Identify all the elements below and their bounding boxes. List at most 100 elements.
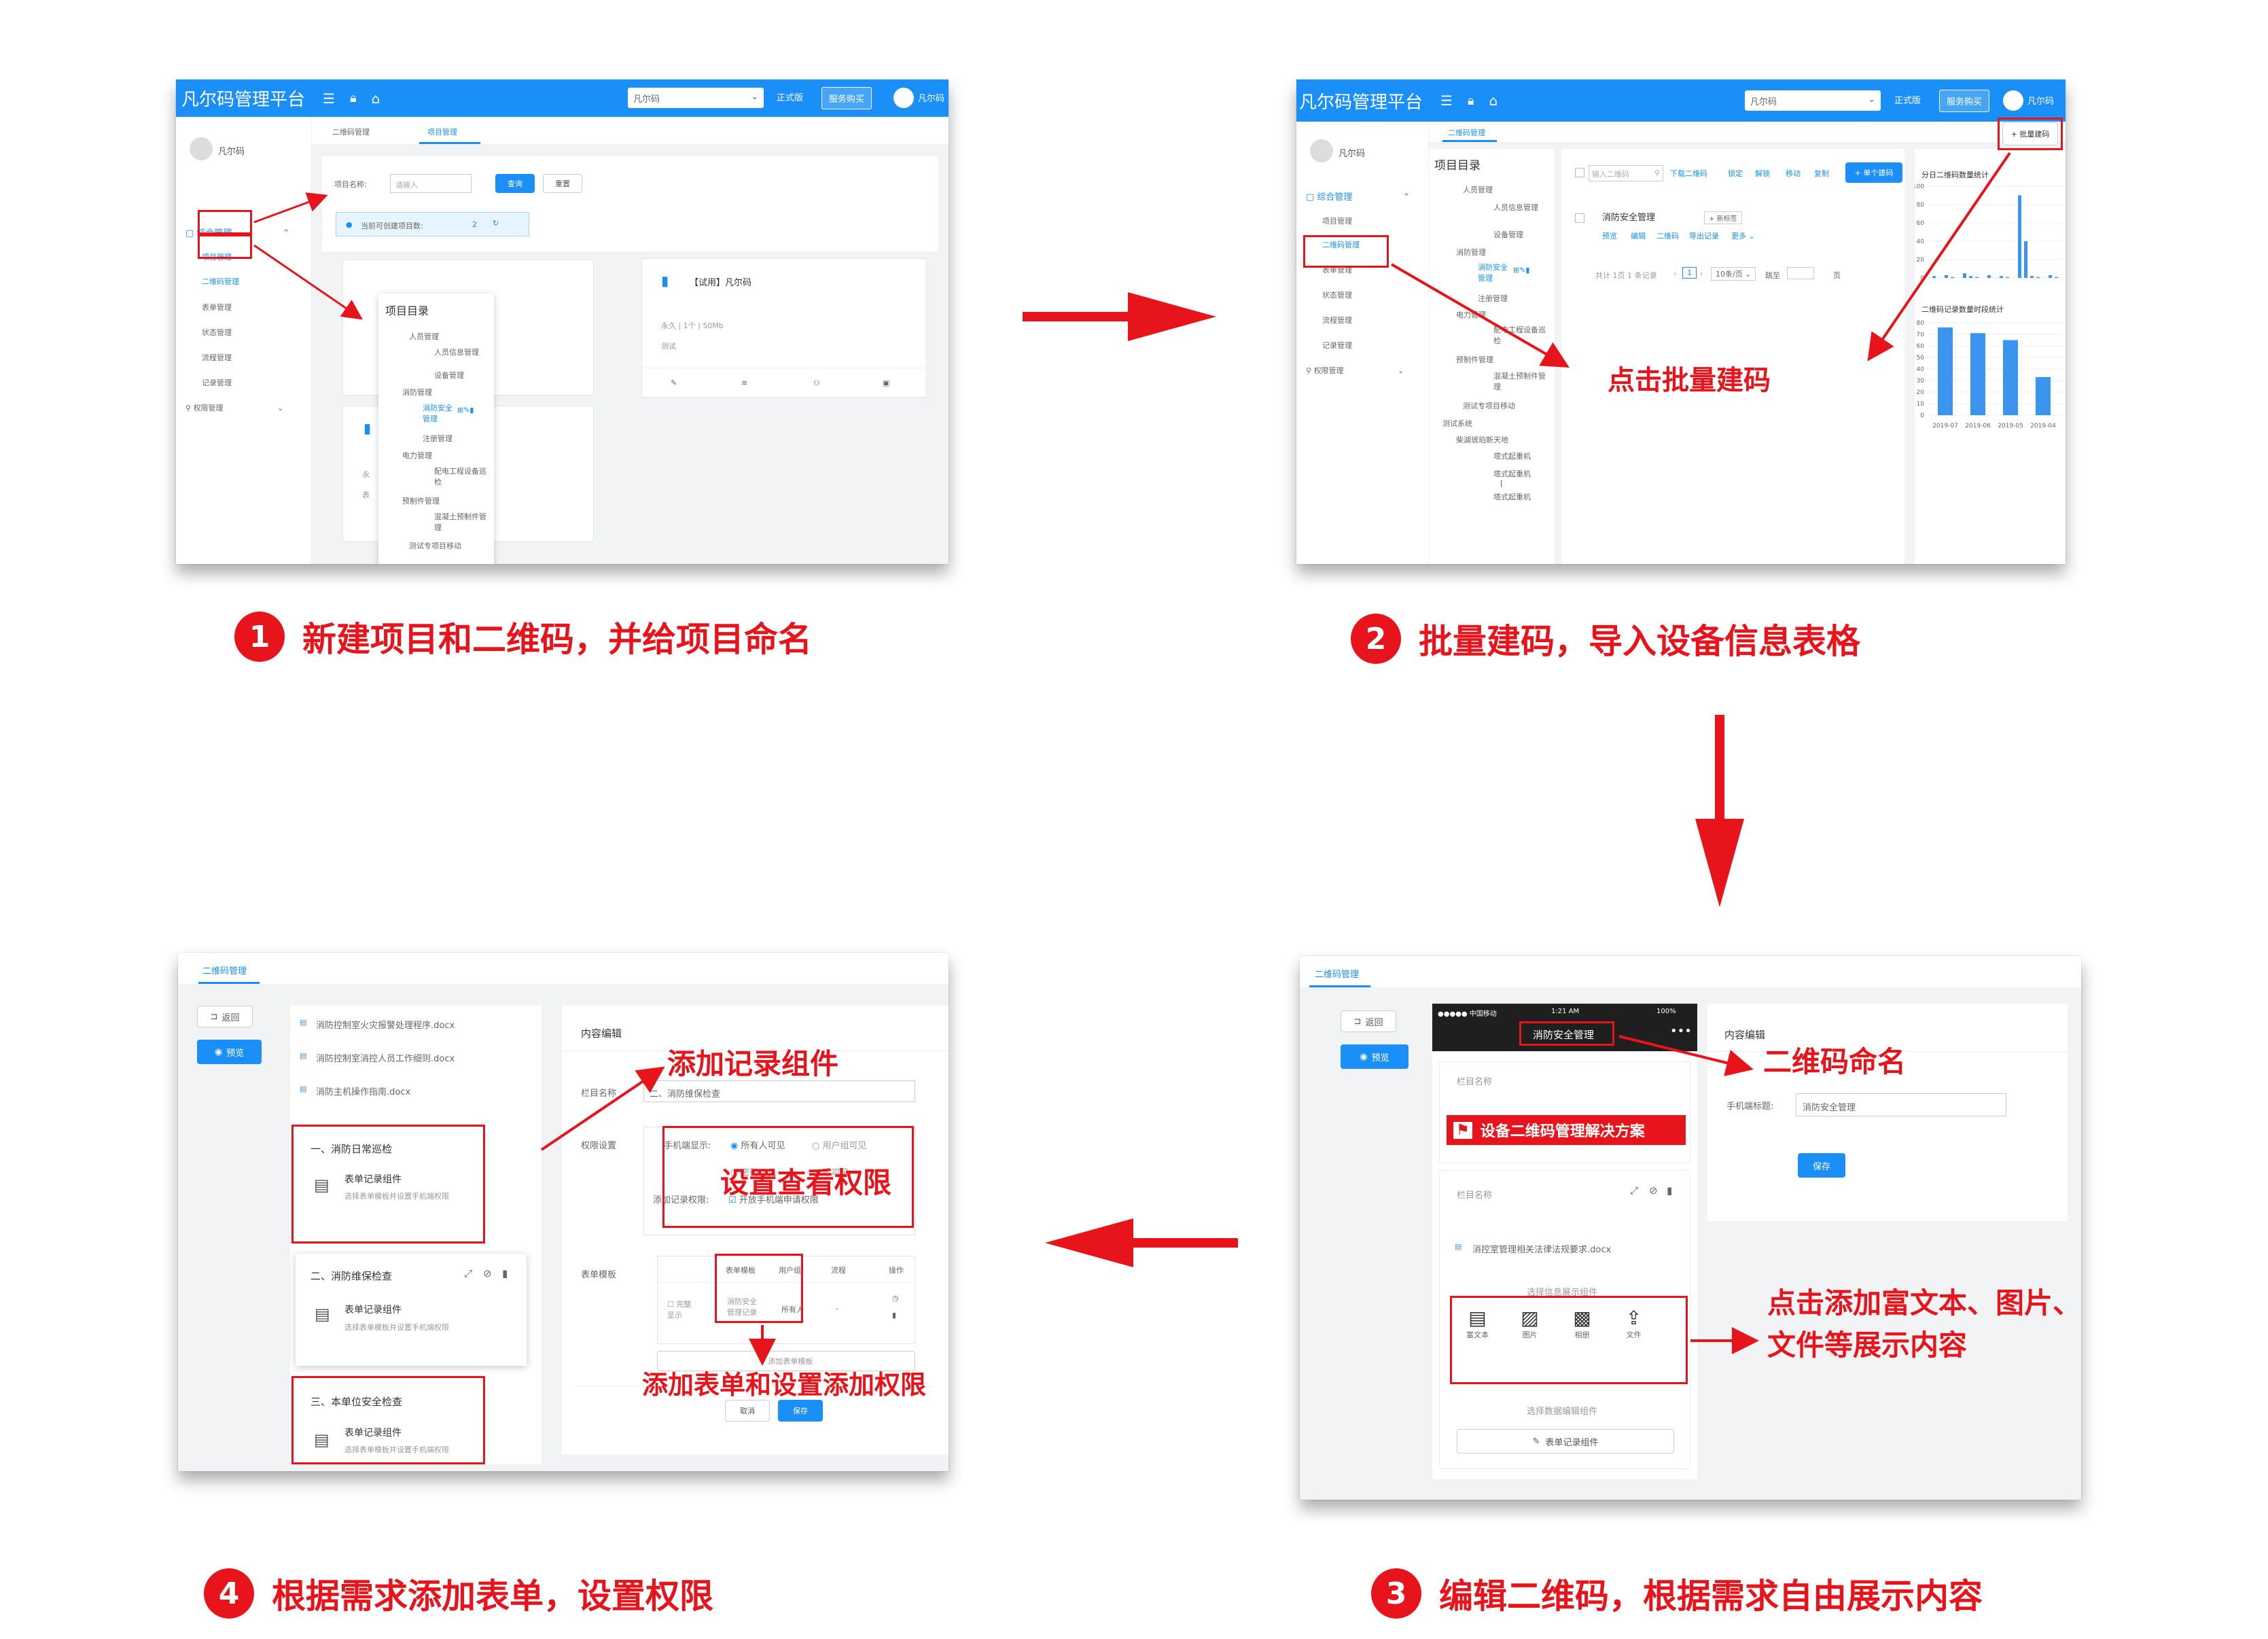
radio-password[interactable]: ○ 密码可见 bbox=[730, 1168, 777, 1178]
goto-input[interactable] bbox=[1787, 267, 1814, 279]
avatar[interactable] bbox=[893, 88, 914, 108]
tree-node[interactable]: 消防管理 bbox=[1456, 248, 1486, 257]
tab-project[interactable]: 项目管理 bbox=[427, 128, 457, 137]
disable-icon[interactable]: ⊘ bbox=[1649, 1184, 1658, 1197]
preview-button[interactable]: ◉ 预览 bbox=[1341, 1044, 1408, 1069]
image-tool[interactable]: ▨图片 bbox=[1521, 1307, 1539, 1339]
tree-node[interactable]: 电力管理 bbox=[402, 451, 432, 460]
trash-icon[interactable]: ▮ bbox=[502, 1267, 508, 1280]
project-name-input[interactable]: 请输入 bbox=[390, 174, 472, 193]
clock-icon[interactable]: ◷ bbox=[892, 1294, 899, 1303]
tree-node[interactable]: 预制件管理 bbox=[1456, 355, 1493, 364]
title-input[interactable]: 消防安全管理 bbox=[1796, 1093, 2006, 1116]
add-tag-button[interactable]: + 新标签 bbox=[1704, 211, 1742, 224]
more-icon[interactable]: ••• bbox=[1670, 1024, 1692, 1038]
form-record-button[interactable]: ✎ 表单记录组件 bbox=[1457, 1429, 1674, 1453]
lock-link[interactable]: 锁定 bbox=[1728, 169, 1743, 178]
lock-icon[interactable]: 🔒︎ bbox=[1467, 93, 1474, 108]
query-button[interactable]: 查询 bbox=[495, 174, 535, 193]
tree-node[interactable]: 塔式起重机 bbox=[1493, 493, 1531, 501]
select-all-checkbox[interactable] bbox=[1575, 168, 1584, 177]
tree-node[interactable]: 人员信息管理 bbox=[434, 348, 479, 357]
tree-node-selected[interactable]: 消防安全管理 bbox=[423, 404, 453, 423]
row-checkbox[interactable] bbox=[1575, 213, 1584, 223]
tree-node[interactable]: 注册管理 bbox=[423, 434, 453, 443]
component-title[interactable]: 表单记录组件 bbox=[344, 1305, 402, 1316]
sidebar-group-permission[interactable]: ⚲ 权限管理 ⌄ bbox=[185, 404, 284, 412]
radio-group[interactable]: ○ 用户组可见 bbox=[812, 1141, 867, 1151]
rich-text-tool[interactable]: ▤富文本 bbox=[1466, 1307, 1489, 1339]
search-input[interactable]: 输入二维码 ⚲ bbox=[1589, 165, 1663, 181]
radio-all[interactable]: ◉ 所有人可见 bbox=[730, 1141, 785, 1151]
section-2-card[interactable]: 二、消防维保检查 ⤢ ⊘ ▮ ▤ 表单记录组件 选择表单模板并设置手机端权限 bbox=[296, 1254, 527, 1366]
tree-node[interactable]: 人员信息管理 bbox=[1493, 203, 1538, 212]
template-name[interactable]: 消防安全管理记录 bbox=[727, 1297, 757, 1317]
project-card-trial[interactable]: ▮ 【试用】凡尔码 永久 | 1个 | 50Mb 测试 ✎ ≋ ⚇ ▣ bbox=[641, 258, 927, 398]
delete-icon[interactable]: ▣ bbox=[883, 378, 890, 387]
page-size-select[interactable]: 10条/页 ⌄ bbox=[1711, 267, 1756, 281]
tree-node[interactable]: 测试系统 bbox=[1442, 419, 1472, 428]
back-button[interactable]: ⊐ 返回 bbox=[197, 1006, 253, 1027]
unlock-link[interactable]: 解锁 bbox=[1755, 169, 1770, 178]
preview-button[interactable]: ◉ 预览 bbox=[197, 1040, 262, 1064]
sidebar-item-form[interactable]: 表单管理 bbox=[1322, 266, 1352, 275]
edit-icon[interactable]: ✎ bbox=[671, 378, 677, 387]
tree-node[interactable]: 柴湖琥珀新天地 bbox=[1456, 436, 1508, 444]
record-permission-checkbox[interactable]: ☑ 开放手机端申请权限 bbox=[728, 1195, 819, 1205]
full-display-checkbox[interactable]: ☐ 完整显示 bbox=[667, 1300, 692, 1320]
sidebar-item-record[interactable]: 记录管理 bbox=[202, 378, 232, 387]
row-edit[interactable]: 编辑 bbox=[1631, 232, 1646, 241]
radio-none[interactable]: ○ 不可见 bbox=[812, 1168, 849, 1178]
sidebar-item-flow[interactable]: 流程管理 bbox=[1322, 316, 1352, 325]
field-block-2[interactable]: 栏目名称 ⤢ ⊘ ▮ ▤ 消控室管理相关法律法规要求.docx 选择信息展示组件… bbox=[1439, 1170, 1690, 1469]
expand-icon[interactable]: ⤢ bbox=[464, 1267, 473, 1280]
tree-node[interactable]: 测试专项目移动 bbox=[409, 542, 461, 550]
row-preview[interactable]: 预览 bbox=[1602, 232, 1617, 241]
tree-node[interactable]: 人员管理 bbox=[409, 332, 439, 341]
sidebar-item-qrcode[interactable]: 二维码管理 bbox=[1322, 241, 1360, 249]
section-title[interactable]: 三、本单位安全检查 bbox=[311, 1396, 403, 1408]
sidebar-item-project[interactable]: 项目管理 bbox=[1322, 217, 1352, 226]
tree-node[interactable]: 塔式起重机 bbox=[1493, 452, 1531, 461]
album-tool[interactable]: ▩相册 bbox=[1573, 1307, 1591, 1339]
file-tool[interactable]: ⇪文件 bbox=[1625, 1307, 1642, 1339]
avatar[interactable] bbox=[2003, 90, 2023, 111]
section-title[interactable]: 二、消防维保检查 bbox=[311, 1270, 393, 1282]
menu-icon[interactable]: ☰ bbox=[323, 90, 335, 107]
tab-qrcode[interactable]: 二维码管理 bbox=[202, 966, 247, 976]
tree-node[interactable]: 塔式起重机 bbox=[1493, 470, 1531, 478]
tree-node[interactable]: 电力管理 bbox=[1456, 311, 1486, 319]
org-select[interactable]: 凡尔码⌄ bbox=[1745, 90, 1881, 111]
back-button[interactable]: ⊐ 返回 bbox=[1341, 1010, 1396, 1032]
file-name[interactable]: 消防控制室火灾报警处理程序.docx bbox=[316, 1021, 455, 1031]
sidebar-item-flow[interactable]: 流程管理 bbox=[202, 353, 232, 362]
prev-page-icon[interactable]: ‹ bbox=[1673, 269, 1677, 278]
save-button[interactable]: 保存 bbox=[778, 1400, 823, 1422]
tree-node[interactable]: 人员管理 bbox=[1463, 186, 1493, 194]
refresh-icon[interactable]: ↻ bbox=[493, 219, 499, 228]
field-block-1[interactable]: 栏目名称 ⚑设备二维码管理解决方案 bbox=[1439, 1061, 1690, 1163]
trash-icon[interactable]: ▮ bbox=[1667, 1184, 1673, 1197]
page-1[interactable]: 1 bbox=[1682, 267, 1697, 279]
buy-button[interactable]: 服务购买 bbox=[821, 87, 872, 109]
download-qrcode-link[interactable]: 下载二维码 bbox=[1670, 169, 1707, 178]
signal-icon[interactable]: ≋ bbox=[741, 378, 748, 387]
tab-qrcode[interactable]: 二维码管理 bbox=[332, 128, 370, 137]
sidebar-item-qrcode[interactable]: 二维码管理 bbox=[202, 277, 239, 286]
tree-node[interactable]: 注册管理 bbox=[1478, 294, 1508, 303]
tree-actions-icon[interactable]: ⊞✎▮ bbox=[1513, 266, 1530, 275]
next-page-icon[interactable]: › bbox=[1700, 269, 1703, 278]
sidebar-item-record[interactable]: 记录管理 bbox=[1322, 341, 1352, 350]
people-icon[interactable]: ⚇ bbox=[813, 378, 820, 387]
single-create-button[interactable]: + 单个建码 bbox=[1845, 162, 1902, 183]
file-name[interactable]: 消防主机操作指南.docx bbox=[316, 1087, 411, 1097]
tree-node[interactable]: 测试专项目移动 bbox=[1463, 402, 1515, 410]
save-button[interactable]: 保存 bbox=[1798, 1153, 1845, 1178]
tree-node[interactable]: 设备管理 bbox=[1493, 230, 1523, 239]
tab-qrcode[interactable]: 二维码管理 bbox=[1448, 128, 1485, 137]
row-name[interactable]: 消防安全管理 bbox=[1602, 213, 1656, 223]
component-title[interactable]: 表单记录组件 bbox=[344, 1174, 402, 1185]
trash-icon[interactable]: ▮ bbox=[892, 1311, 897, 1320]
file-name[interactable]: 消防控制室消控人员工作细则.docx bbox=[316, 1054, 455, 1064]
reset-button[interactable]: 重置 bbox=[543, 174, 582, 193]
